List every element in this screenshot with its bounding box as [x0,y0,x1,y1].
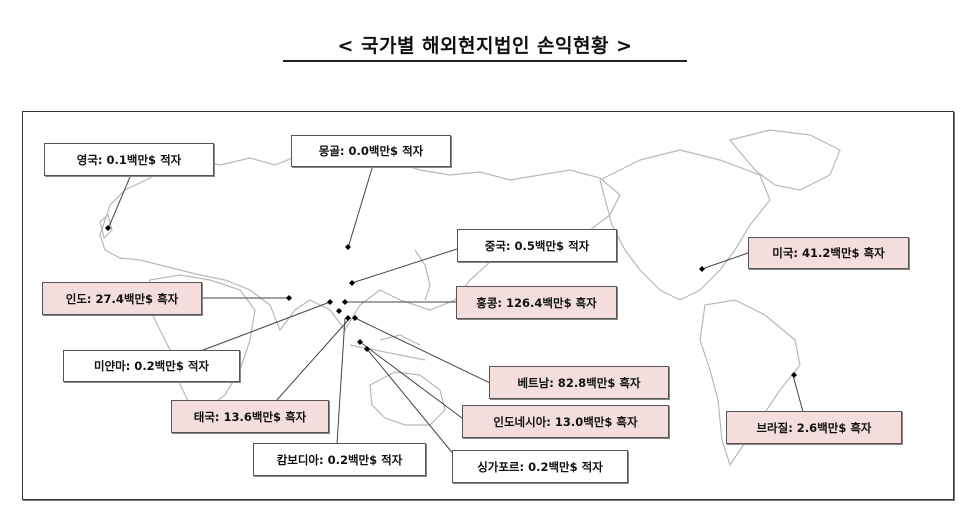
label-cambodia: 캄보디아: 0.2백만$ 적자 [253,443,426,476]
marker-hongkong [342,299,348,305]
label-brazil: 브라질: 2.6백만$ 흑자 [726,411,902,444]
label-thailand: 태국: 13.6백만$ 흑자 [171,400,329,433]
marker-usa [699,266,705,272]
label-mongolia: 몽골: 0.0백만$ 적자 [291,135,451,167]
label-india: 인도: 27.4백만$ 흑자 [42,282,202,315]
marker-uk [105,225,111,231]
marker-china [349,280,355,286]
label-myanmar: 미얀마: 0.2백만$ 적자 [63,350,240,382]
label-uk: 영국: 0.1백만$ 적자 [44,143,214,176]
label-singapore: 싱가포르: 0.2백만$ 적자 [452,450,628,483]
page-title: < 국가별 해외현지법인 손익현황 > [283,34,687,62]
location-markers [105,225,797,378]
marker-singapore [364,346,370,352]
marker-cambodia [345,315,351,321]
label-china: 중국: 0.5백만$ 적자 [457,229,617,262]
marker-indonesia [357,339,363,345]
marker-thailand [336,308,342,314]
marker-myanmar [327,299,333,305]
marker-vietnam [352,315,358,321]
label-vietnam: 베트남: 82.8백만$ 흑자 [489,366,669,399]
label-hongkong: 홍콩: 126.4백만$ 흑자 [456,286,617,319]
label-usa: 미국: 41.2백만$ 흑자 [748,237,909,269]
marker-brazil [791,372,797,378]
marker-mongolia [345,244,351,250]
marker-india [286,295,292,301]
label-indonesia: 인도네시아: 13.0백만$ 흑자 [462,405,669,438]
leader-lines [107,164,804,457]
